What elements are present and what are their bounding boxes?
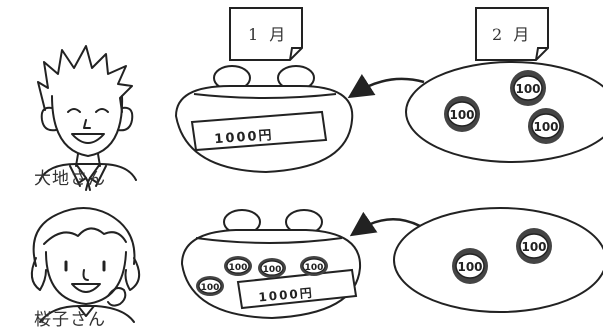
bottom-coin-2-text: 100 <box>457 260 482 274</box>
january-label: 1 月 <box>248 25 288 44</box>
february-label: 2 月 <box>492 25 532 44</box>
bottom-banknote: 1000円 <box>236 268 358 310</box>
top-person-name: 大地さん <box>34 169 106 189</box>
girl-figure <box>30 207 141 323</box>
bottom-banknote-text: 1000円 <box>258 286 314 305</box>
top-coin-3: 100 <box>528 108 564 144</box>
top-money-bubble <box>405 61 603 163</box>
bottom-money-bubble <box>393 207 603 313</box>
top-coin-1: 100 <box>510 70 546 106</box>
bottom-arrow <box>349 211 421 237</box>
top-coin-1-text: 100 <box>515 82 540 96</box>
bottom-person-name: 桜子さん <box>34 310 106 329</box>
top-banknote: 1000円 <box>190 110 328 152</box>
bottom-coin-2: 100 <box>452 248 488 284</box>
bottom-purse-coin-1: 100 <box>224 256 252 276</box>
bottom-coin-1-text: 100 <box>521 240 546 254</box>
bottom-purse-coin-3: 100 <box>300 256 328 276</box>
top-coin-2-text: 100 <box>449 108 474 122</box>
bottom-purse-coin-2: 100 <box>258 258 286 278</box>
bottom-purse-coin-3-text: 100 <box>305 263 324 273</box>
bottom-purse-coin-4-text: 100 <box>201 283 220 293</box>
month-tag-january: 1 月 <box>229 7 303 61</box>
top-coin-3-text: 100 <box>533 120 558 134</box>
top-coin-2: 100 <box>444 96 480 132</box>
bottom-purse-coin-1-text: 100 <box>229 263 248 273</box>
top-banknote-text: 1000円 <box>214 128 274 147</box>
bottom-coin-1: 100 <box>516 228 552 264</box>
bottom-purse-coin-2-text: 100 <box>263 265 282 275</box>
month-tag-february: 2 月 <box>475 7 549 61</box>
top-arrow <box>347 74 425 99</box>
bottom-purse-coin-4: 100 <box>196 276 224 296</box>
boy-figure <box>37 45 137 191</box>
